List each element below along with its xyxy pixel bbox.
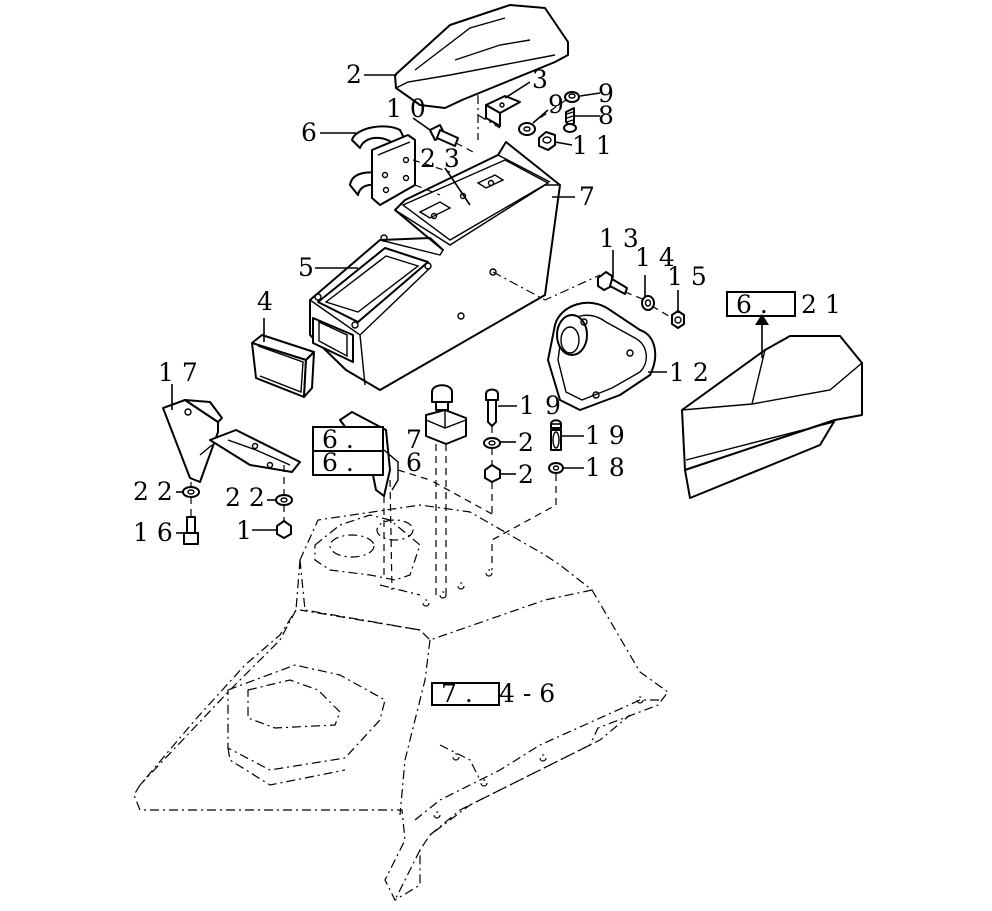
ref-label-7-4-6-box: 7 .: [441, 679, 473, 708]
ref-label-6-21-tail: 2 1: [801, 290, 841, 319]
callout-7: 7: [579, 182, 595, 211]
console-body-part-7: [309, 95, 601, 391]
callout-15: 1 5: [667, 262, 707, 291]
lid-part-2: [394, 4, 569, 109]
callout-10: 1 0: [386, 94, 426, 123]
callout-9-center: 9: [545, 391, 561, 420]
fastener-set-top: [518, 91, 580, 151]
insert-part-4: [251, 334, 315, 398]
ref-box-6-21[interactable]: 6 . 2 1: [726, 290, 841, 358]
callout-4: 4: [257, 287, 273, 316]
callout-12: 1 2: [669, 358, 709, 387]
callout-13: 1 3: [599, 224, 639, 253]
callout-17: 1 7: [158, 358, 198, 387]
callout-22-right: 2 2: [225, 483, 265, 512]
callout-1-bolt: 1: [519, 391, 535, 420]
callout-9-washer: 9: [548, 90, 564, 119]
callout-14: 1 4: [635, 243, 675, 272]
ref-box-6-7[interactable]: 6 . 7: [312, 425, 422, 454]
ref-label-7-4-6-tail: 4 - 6: [499, 679, 555, 708]
ref-label-6-7-box: 6 .: [322, 425, 354, 454]
callout-18: 1 8: [585, 453, 625, 482]
bracket-part-3: [485, 95, 521, 127]
leader-lines: [171, 74, 679, 534]
callout-labels: 2 3 9 9 8 1 0 1 1 6 2 3 7 1 3 1 4 1 5 5 …: [133, 60, 709, 547]
ref-label-6-6-box: 6 .: [322, 448, 354, 477]
ref-label-6-7-tail: 7: [406, 425, 422, 454]
callout-2-lid: 2: [346, 60, 362, 89]
callout-22-left: 2 2: [133, 477, 173, 506]
cover-bracket-part-12: [547, 301, 657, 411]
callout-8: 8: [598, 101, 614, 130]
armrest-assembly: [681, 335, 863, 499]
mount-bracket-part-17: [162, 399, 301, 483]
ref-box-6-6[interactable]: 6 . 6: [312, 448, 422, 477]
callout-23: 2 3: [420, 144, 460, 173]
callout-2-washer: 2: [518, 428, 534, 457]
arrow-up-icon: [755, 314, 769, 325]
ref-label-6-6-tail: 6: [406, 448, 422, 477]
fastener-set-left: [182, 465, 293, 545]
fastener-set-center: [429, 388, 564, 600]
bolt-part-10: [429, 124, 476, 154]
callout-1-nut: 1: [236, 516, 252, 545]
callout-6: 6: [301, 118, 317, 147]
callout-11: 1 1: [572, 131, 612, 160]
callout-16: 1 6: [133, 518, 173, 547]
ref-box-7-4-6[interactable]: 7 . 4 - 6: [431, 679, 555, 708]
callout-9-top: 9: [598, 79, 614, 108]
cup-holder-part-6: [349, 125, 451, 206]
ref-label-6-21-box: 6 .: [736, 290, 768, 319]
callout-5: 5: [298, 253, 314, 282]
callout-3: 3: [532, 65, 548, 94]
base-housing: [133, 504, 669, 901]
fastener-set-right: [597, 271, 685, 329]
callout-19: 1 9: [585, 421, 625, 450]
callout-2-nut: 2: [518, 460, 534, 489]
